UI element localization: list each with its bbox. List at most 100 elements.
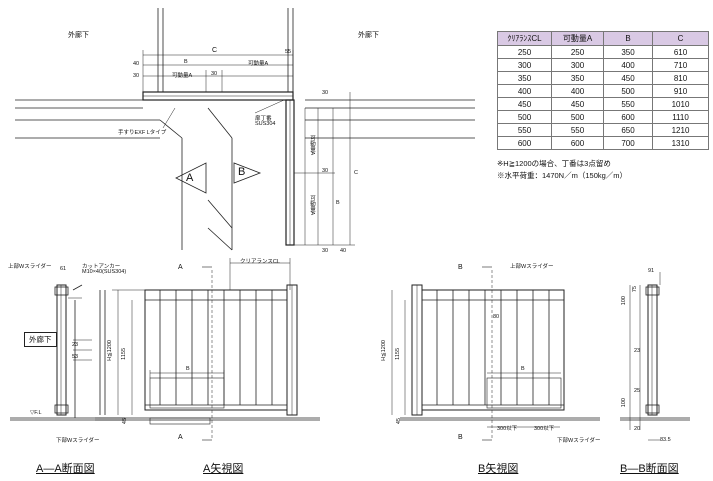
slider-top-b: 上部Wスライダー — [510, 264, 554, 270]
dim-1155-b: 1155 — [395, 348, 401, 360]
clearance-label: クリアランスCL — [240, 259, 280, 265]
dim-23-b: 23 — [634, 348, 641, 354]
anchor-sub: M10×40(SUS304) — [82, 269, 127, 275]
dim-23-a: 23 — [72, 342, 79, 348]
slider-bottom-a: 下部Wスライダー — [56, 438, 100, 444]
table-header-row: ｸﾘｱﾗﾝｽCL 可動量A B C — [497, 31, 709, 46]
corridor-label-right: 外廊下 — [358, 32, 379, 39]
cut-b2: B — [458, 434, 463, 441]
note-hinge: ※H≧1200の場合、丁番は3点留め — [497, 159, 611, 168]
view-b — [391, 266, 600, 441]
dim-30: 30 — [133, 73, 140, 79]
dim-a: 可動量A — [172, 73, 193, 79]
dim-100-top: 100 — [621, 296, 627, 306]
tesuri-label: 手すりEXF Lタイプ — [118, 130, 167, 136]
dim-b-a: B — [186, 366, 190, 372]
caption-view-a: A矢視図 — [203, 463, 244, 475]
cell: 350 — [603, 45, 653, 59]
dim-45-a: 45 — [122, 418, 128, 425]
dim-55: 55 — [285, 49, 292, 55]
cell: 350 — [497, 71, 552, 85]
cut-b1: B — [458, 264, 463, 271]
dim-91: 91 — [648, 268, 655, 274]
dim-30-mid: 30 — [211, 71, 218, 77]
cut-a2: A — [178, 434, 183, 441]
cell: 650 — [603, 123, 653, 137]
corridor-label-section-a: 外廊下 — [24, 332, 57, 347]
header-c: C — [652, 31, 709, 46]
cell: 600 — [497, 136, 552, 150]
cell: 300 — [551, 58, 604, 72]
cell: 710 — [652, 58, 709, 72]
cell: 550 — [603, 97, 653, 111]
dim-300-left: 300以下 — [497, 426, 518, 432]
dim-61: 61 — [60, 266, 67, 272]
dim-20: 20 — [634, 426, 641, 432]
v-dim-30a: 30 — [322, 90, 329, 96]
dim-h-a: H≦1200 — [107, 340, 113, 361]
dim-100-bottom: 100 — [621, 398, 627, 408]
dim-b-b: B — [521, 366, 525, 372]
dim-75: 75 — [632, 286, 638, 293]
cell: 810 — [652, 71, 709, 85]
dim-1155-a: 1155 — [121, 348, 127, 360]
dim-h-b: H≦1200 — [381, 340, 387, 361]
header-cl: ｸﾘｱﾗﾝｽCL — [497, 31, 552, 46]
slider-bottom-b: 下部Wスライダー — [557, 438, 601, 444]
dim-83-5: 83.5 — [660, 437, 671, 443]
fl-a: ▽F.L — [30, 410, 42, 416]
cell: 450 — [497, 97, 552, 111]
anchor-label: カットアンカー — [82, 264, 121, 270]
dim-25: 25 — [634, 388, 641, 394]
v-dim-30c: 30 — [322, 248, 329, 254]
caption-section-b: B―B断面図 — [620, 463, 679, 475]
cell: 500 — [603, 84, 653, 98]
cell: 400 — [603, 58, 653, 72]
cell: 610 — [652, 45, 709, 59]
dim-c: C — [212, 47, 218, 54]
plan-view — [15, 8, 475, 251]
cell: 450 — [603, 71, 653, 85]
marker-b: B — [238, 166, 246, 178]
dim-53: 53 — [72, 354, 79, 360]
v-dim-30b: 30 — [322, 168, 329, 174]
note-load: ※水平荷重：1470N／m（150kg／m） — [497, 171, 628, 180]
cell: 550 — [497, 123, 552, 137]
dim-300-right: 300以下 — [534, 426, 555, 432]
dim-b: B — [184, 59, 188, 65]
header-b: B — [603, 31, 653, 46]
header-a: 可動量A — [551, 31, 604, 46]
dim-40: 40 — [133, 61, 140, 67]
cell: 600 — [603, 110, 653, 124]
v-dim-a: 可動量A — [309, 135, 315, 156]
v-dim-40: 40 — [340, 248, 347, 254]
cell: 1210 — [652, 123, 709, 137]
cell: 400 — [497, 84, 552, 98]
cell: 450 — [551, 97, 604, 111]
marker-a: A — [186, 172, 194, 184]
cell: 400 — [551, 84, 604, 98]
dim-a2: 可動量A — [248, 61, 269, 67]
v-dim-b: B — [336, 200, 340, 206]
hinge-label: 扉丁番 — [255, 116, 272, 122]
cell: 500 — [551, 110, 604, 124]
cell: 300 — [497, 58, 552, 72]
cell: 910 — [652, 84, 709, 98]
cut-a1: A — [178, 264, 183, 271]
dim-80-b: 80 — [493, 314, 500, 320]
view-a — [95, 258, 320, 441]
cell: 250 — [551, 45, 604, 59]
cell: 600 — [551, 136, 604, 150]
v-dim-a2: 可動量A — [309, 195, 315, 216]
cell: 350 — [551, 71, 604, 85]
